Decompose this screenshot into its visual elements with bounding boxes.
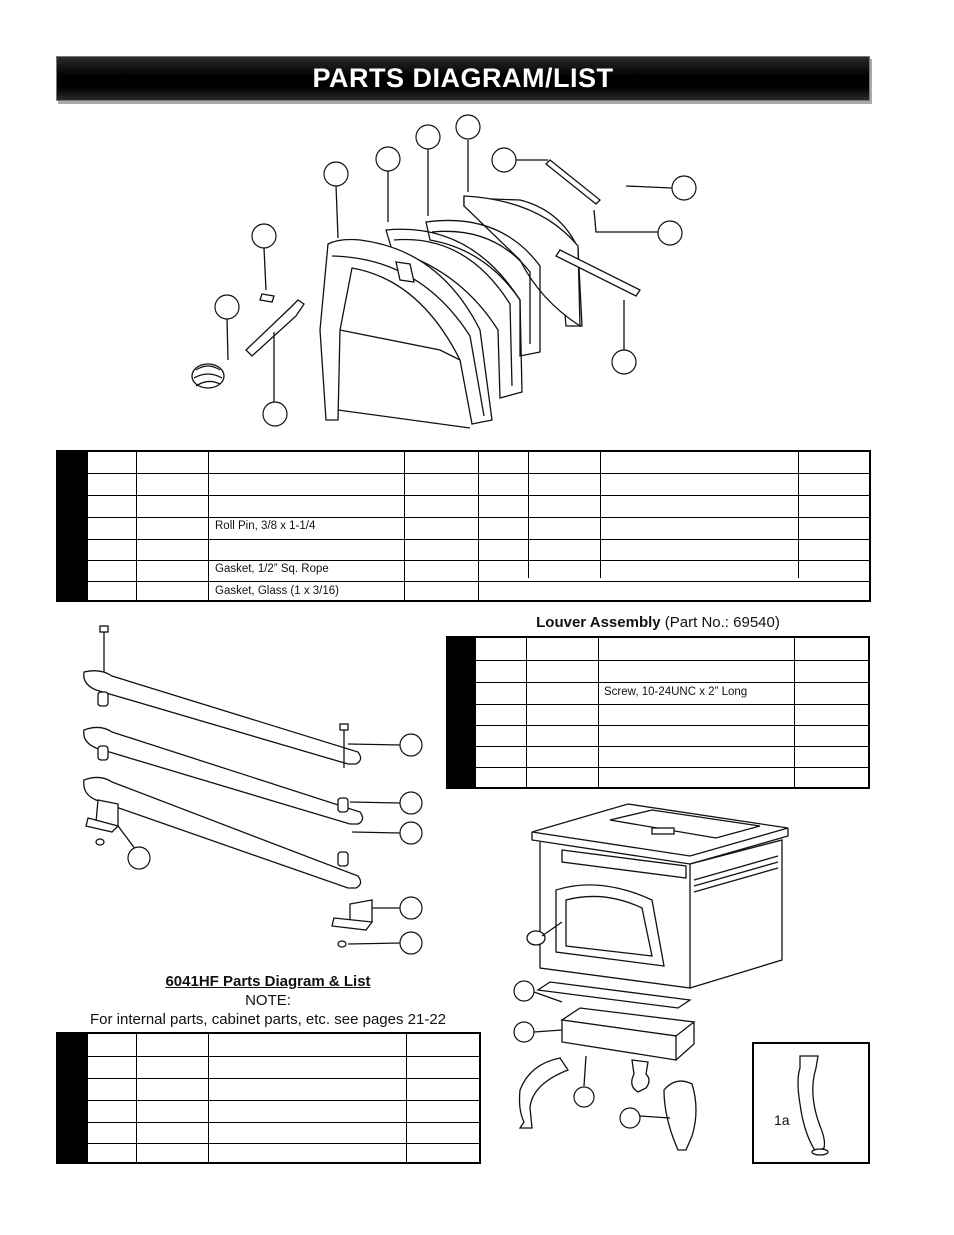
leg-inset: 1a	[752, 1042, 870, 1164]
door-parts-table: Roll Pin, 3/8 x 1-1/4 Gasket, 1/2” Sq. R…	[56, 450, 871, 602]
louver-assembly-heading: Louver Assembly (Part No.: 69540)	[446, 614, 870, 631]
model-caption: 6041HF Parts Diagram & List NOTE: For in…	[56, 972, 480, 1029]
model-caption-note-label: NOTE:	[245, 992, 291, 1009]
louver-parts-table: Screw, 10-24UNC x 2” Long	[446, 636, 870, 789]
leg-inset-drawing	[797, 1055, 829, 1156]
model-parts-table	[56, 1032, 481, 1164]
model-caption-note-text: For internal parts, cabinet parts, etc. …	[89, 1011, 447, 1028]
model-caption-title: 6041HF Parts Diagram & List	[165, 973, 371, 990]
louver-part-description: Screw, 10-24UNC x 2” Long	[604, 686, 748, 698]
page-title: PARTS DIAGRAM/LIST	[56, 56, 870, 101]
door-part-description: Roll Pin, 3/8 x 1-1/4	[215, 520, 316, 532]
door-part-description: Gasket, Glass (1 x 3/16)	[215, 585, 339, 597]
door-part-description: Gasket, 1/2” Sq. Rope	[215, 563, 329, 575]
leg-inset-label: 1a	[774, 1112, 790, 1128]
louver-assembly-part-no: (Part No.: 69540)	[664, 614, 780, 631]
louver-assembly-title: Louver Assembly	[536, 614, 661, 631]
